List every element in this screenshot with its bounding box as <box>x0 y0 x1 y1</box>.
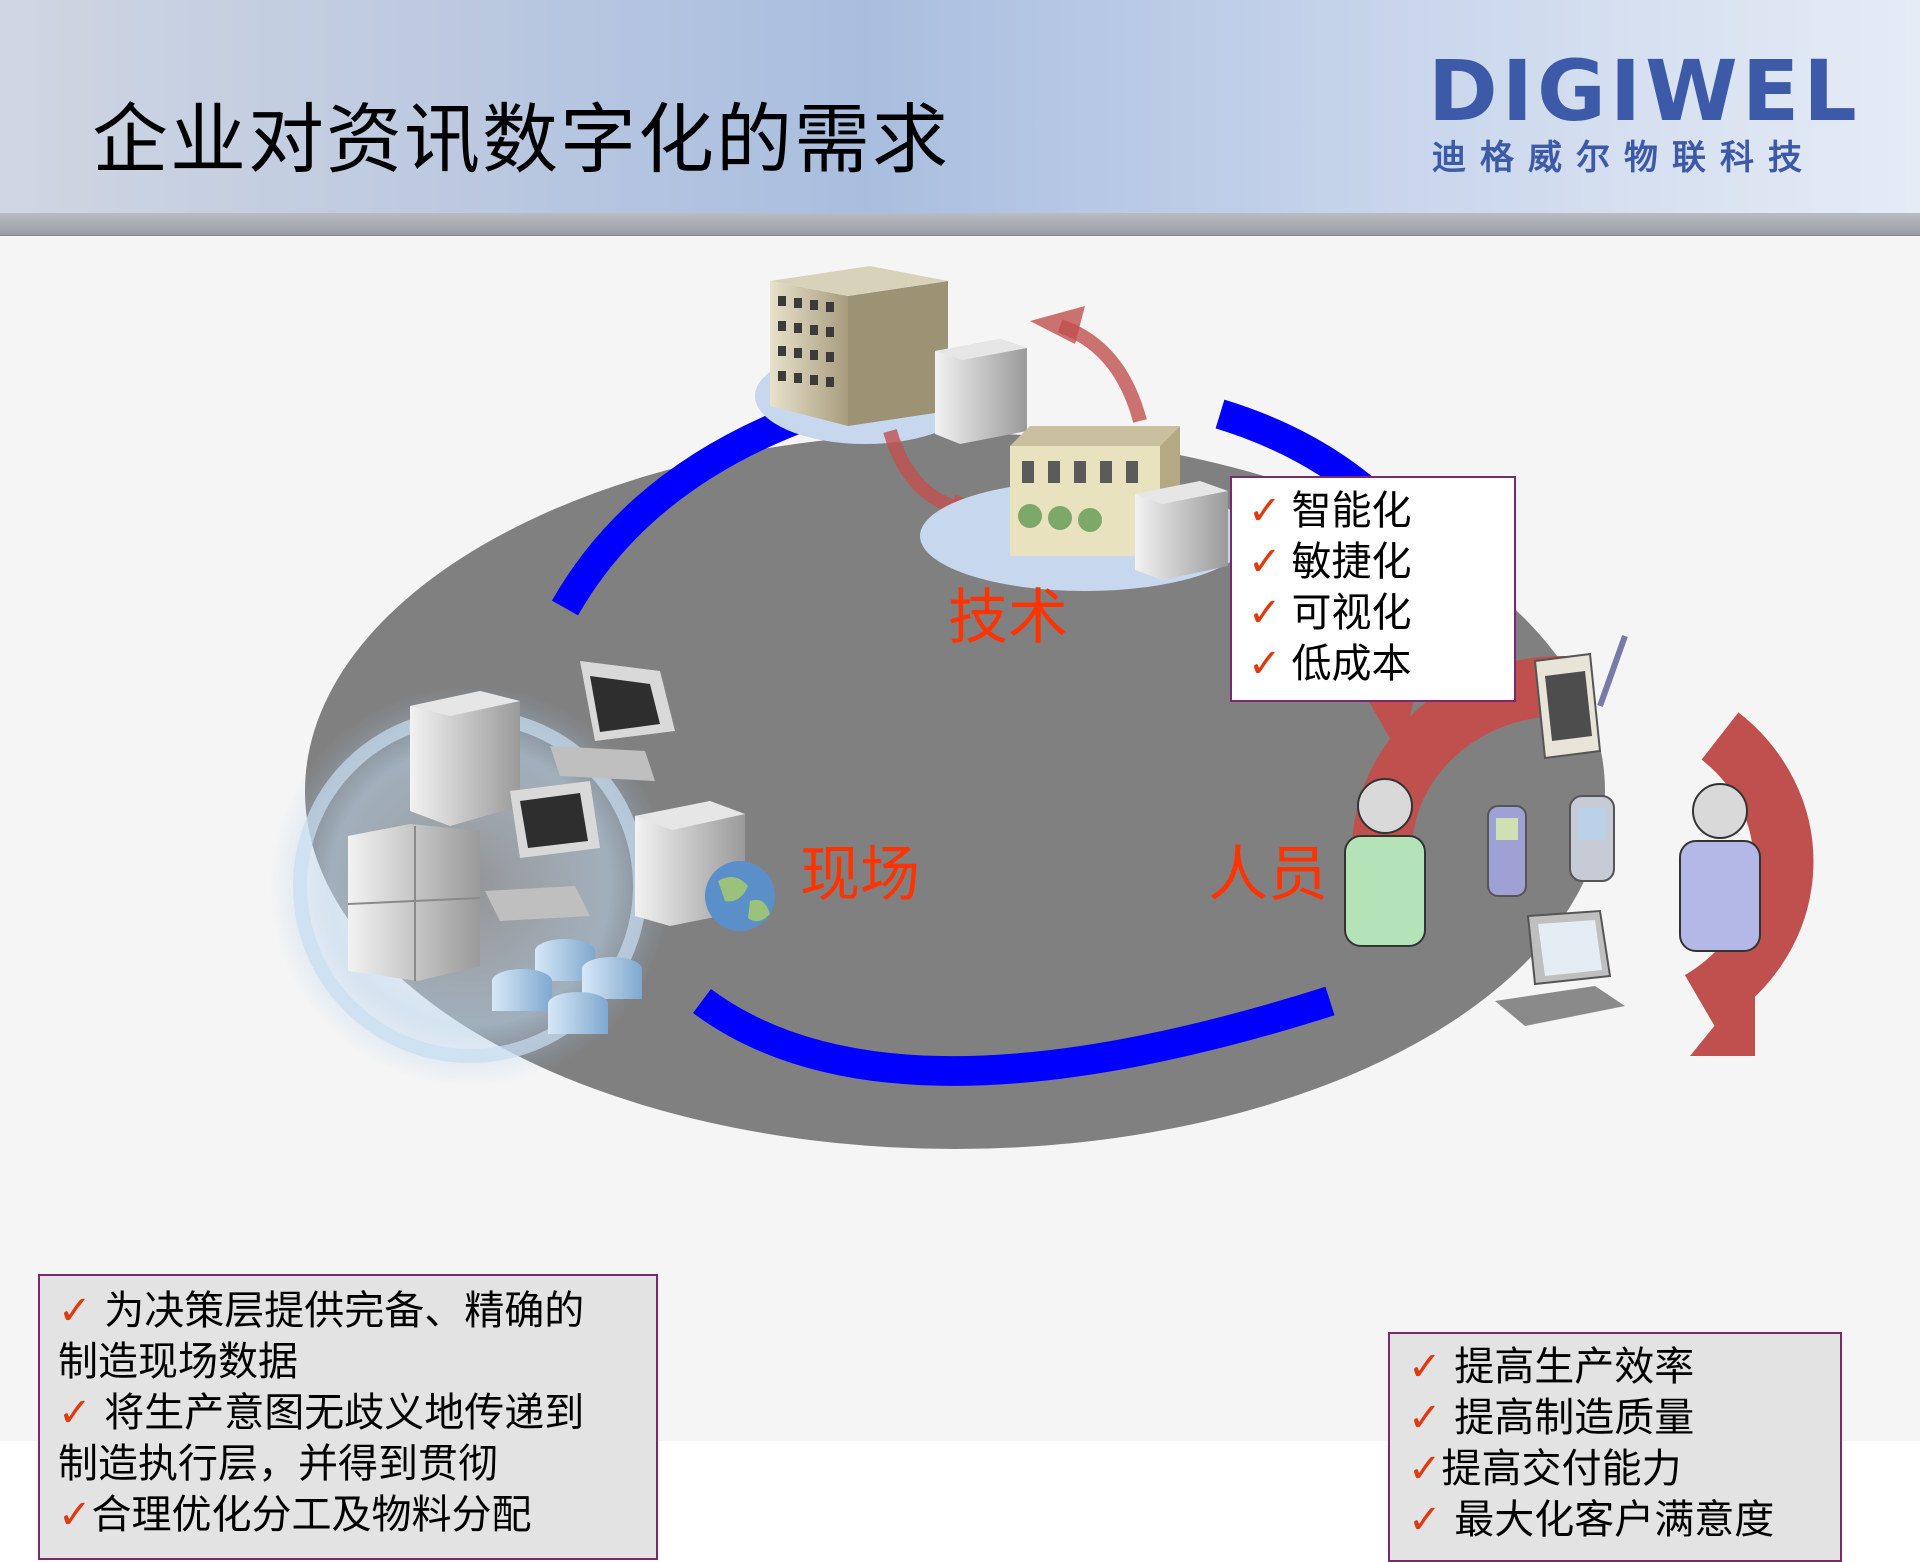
field-goal-line: 制造现场数据 <box>58 1339 298 1385</box>
people-goal-line: ✓ 提高生产效率 <box>1408 1344 1695 1390</box>
field-goal-line: ✓ 为决策层提供完备、精确的 <box>58 1288 585 1334</box>
tech-goal-item: ✓可视化 <box>1248 590 1412 636</box>
people-goals-box: ✓ 提高生产效率 ✓ 提高制造质量 ✓提高交付能力 ✓ 最大化客户满意度 <box>1388 1332 1842 1562</box>
slide-content: 技术 现场 人员 ✓智能化 ✓敏捷化 ✓可视化 ✓低成本 ✓ 为决策层提供完备、… <box>0 235 1920 1562</box>
logo-subtitle: 迪格威尔物联科技 <box>1432 138 1816 178</box>
laptop-icon <box>1495 909 1625 1026</box>
arc-bottom <box>693 986 1335 1086</box>
check-icon: ✓ <box>1408 1446 1442 1492</box>
mobile-phone-icon <box>1487 805 1527 897</box>
person-icon-2 <box>1679 783 1761 952</box>
slide-header: 企业对资讯数字化的需求 DIGIWEL 迪格威尔物联科技 <box>0 0 1920 235</box>
check-icon: ✓ <box>58 1492 92 1538</box>
database-icon <box>492 939 642 1034</box>
office-building-icon <box>755 266 975 444</box>
people-goal-line: ✓提高交付能力 <box>1408 1446 1682 1492</box>
arc-top-left <box>551 399 816 616</box>
check-icon: ✓ <box>58 1288 92 1334</box>
tech-goal-item: ✓低成本 <box>1248 641 1412 687</box>
check-icon: ✓ <box>1408 1344 1442 1390</box>
people-goal-line: ✓ 最大化客户满意度 <box>1408 1497 1775 1543</box>
person-icon <box>1344 778 1426 947</box>
desktop-computer-icon-2 <box>485 781 600 921</box>
logo-text: DIGIWEL <box>1428 42 1861 140</box>
label-people: 人员 <box>1208 840 1328 910</box>
tech-goal-item: ✓智能化 <box>1248 488 1412 534</box>
check-icon: ✓ <box>1408 1395 1442 1441</box>
curved-arrow-top-head <box>1030 306 1085 344</box>
check-icon: ✓ <box>1408 1497 1442 1543</box>
field-goal-line: 制造执行层，并得到贯彻 <box>58 1441 498 1487</box>
cycle-diagram <box>270 266 1814 1149</box>
check-icon: ✓ <box>58 1390 92 1436</box>
header-stripe <box>0 213 1920 235</box>
server-tower-icon-3 <box>410 691 520 826</box>
check-icon: ✓ <box>1248 641 1282 687</box>
company-logo: DIGIWEL 迪格威尔物联科技 <box>1428 42 1888 178</box>
tech-goal-item: ✓敏捷化 <box>1248 539 1412 585</box>
people-goal-line: ✓ 提高制造质量 <box>1408 1395 1695 1441</box>
desktop-computer-icon <box>550 661 675 781</box>
tech-goals-box: ✓智能化 ✓敏捷化 ✓可视化 ✓低成本 <box>1230 476 1516 702</box>
field-goal-line: ✓ 将生产意图无歧义地传递到 <box>58 1390 585 1436</box>
label-field: 现场 <box>800 840 920 910</box>
page-title: 企业对资讯数字化的需求 <box>92 95 950 184</box>
check-icon: ✓ <box>1248 590 1282 636</box>
label-tech: 技术 <box>948 583 1068 653</box>
pda-icon <box>1533 634 1628 760</box>
globe-icon <box>705 861 775 931</box>
field-equipment <box>347 661 775 1034</box>
mobile-phone-icon-2 <box>1569 795 1615 882</box>
check-icon: ✓ <box>1248 488 1282 534</box>
server-tower-icon <box>935 339 1027 444</box>
server-rack-icon <box>347 824 481 981</box>
field-goal-line: ✓合理优化分工及物料分配 <box>58 1492 532 1538</box>
server-tower-icon-2 <box>1135 481 1228 580</box>
check-icon: ✓ <box>1248 539 1282 585</box>
field-goals-box: ✓ 为决策层提供完备、精确的 制造现场数据 ✓ 将生产意图无歧义地传递到 制造执… <box>38 1274 658 1560</box>
